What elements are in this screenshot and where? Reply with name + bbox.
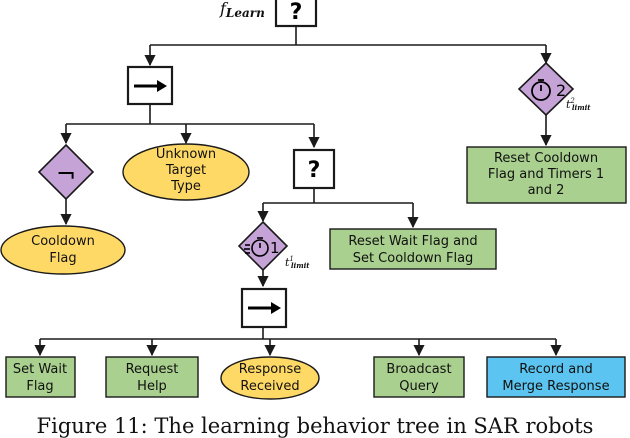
svg-text:Flag and Timers 1: Flag and Timers 1 [488,167,604,182]
svg-text:Flag: Flag [26,379,53,394]
sequence-node-1 [126,65,174,106]
connectors [34,26,562,357]
response-received-condition: Response Received [220,356,320,400]
stopwatch-icon [531,79,551,101]
svg-text:Flag: Flag [49,251,76,266]
svg-text:Merge Response: Merge Response [502,379,609,394]
sequence-node-2 [240,287,288,329]
svg-text:Set Wait: Set Wait [13,362,67,377]
svg-text:Cooldown: Cooldown [31,234,95,249]
root-fallback-node: fLearn ? [219,0,318,28]
svg-text:Response: Response [239,362,301,377]
inverter-decorator: ¬ [37,143,95,201]
broadcast-query-action: Broadcast Query [373,356,465,398]
set-wait-flag-action: Set Wait Flag [5,356,76,398]
svg-text:Received: Received [240,379,299,394]
sequence-arrow-icon [157,80,167,92]
reset-wait-action: Reset Wait Flag and Set Cooldown Flag [329,228,497,270]
unknown-target-condition: Unknown Target Type [122,143,250,201]
record-merge-action: Record and Merge Response [486,356,626,398]
sequence-arrow-icon [271,302,281,314]
svg-text:Query: Query [399,379,439,394]
svg-text:and 2: and 2 [528,183,565,198]
svg-text:Set Cooldown Flag: Set Cooldown Flag [353,251,474,266]
not-symbol: ¬ [56,160,76,188]
svg-text:Reset Wait Flag and: Reset Wait Flag and [348,234,477,249]
timer1-number: 1 [270,239,280,257]
svg-text:Reset Cooldown: Reset Cooldown [494,151,598,166]
svg-text:Help: Help [137,379,167,394]
svg-text:Request: Request [126,362,179,377]
svg-text:Record and: Record and [519,362,593,377]
reset-cooldown-action: Reset Cooldown Flag and Timers 1 and 2 [466,146,627,204]
fallback-symbol: ? [308,158,321,183]
svg-text:Broadcast: Broadcast [386,362,451,377]
svg-text:Target: Target [165,163,206,178]
svg-text:Type: Type [170,179,201,194]
stopwatch-icon [244,237,269,257]
root-fallback-symbol: ? [290,0,303,25]
timer2-number: 2 [556,81,566,100]
request-help-action: Request Help [105,356,199,398]
svg-text:Unknown: Unknown [156,147,216,162]
figure-caption: Figure 11: The learning behavior tree in… [36,414,594,438]
root-label: fLearn [219,0,265,20]
fallback-node-2: ? [292,148,336,190]
cooldown-flag-condition: Cooldown Flag [0,225,126,275]
